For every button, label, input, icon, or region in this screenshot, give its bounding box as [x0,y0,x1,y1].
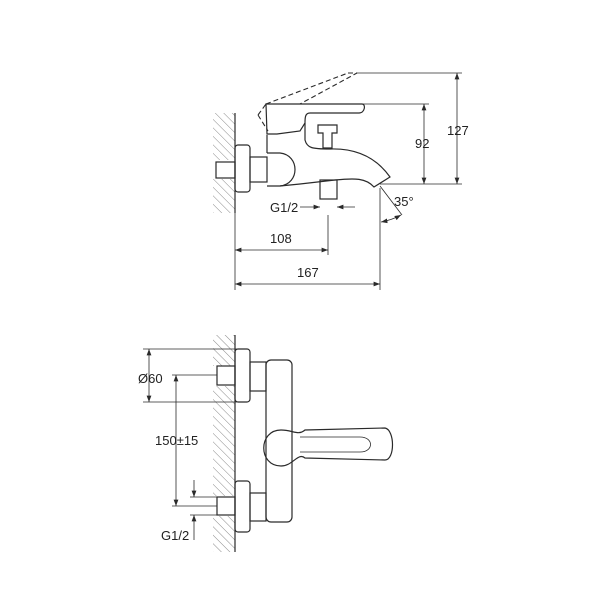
connector-upper [249,361,267,392]
pipe-stub [215,161,236,179]
dim-spacing-label: 150±15 [155,433,198,448]
diverter-knob [317,124,338,149]
dim-167-label: 167 [297,265,319,280]
dimension-diameter: Ø60 [138,348,245,403]
pipe-stub-upper [216,365,236,386]
mixer-body [265,359,293,523]
dimension-167: 167 [235,188,381,290]
escutcheon-lower [234,480,251,533]
dimension-92: 92 [362,103,462,185]
side-view: 127 92 35° G1/2 108 167 [213,72,469,290]
body-dome [267,152,296,187]
dimension-thread-front: G1/2 [161,480,217,543]
connector-lower [249,492,267,522]
lever-handle [265,103,365,135]
lever-slot [300,436,371,453]
dim-127-label: 127 [447,123,469,138]
escutcheon-upper [234,348,251,403]
wall-hatch [213,113,236,213]
pipe-stub-lower [216,496,236,516]
dim-thread-label: G1/2 [270,200,298,215]
wall-hatch [213,335,236,552]
lever-handle-raised [257,72,358,132]
front-view: Ø60 150±15 G1/2 [138,335,394,552]
bath-outlet [319,179,338,200]
connector [249,156,268,183]
dim-angle-label: 35° [394,194,414,209]
dim-92-label: 92 [415,136,429,151]
dimension-thread-side: G1/2 [270,200,355,215]
escutcheon [234,144,251,193]
dimension-127: 127 [357,72,469,184]
dim-108-label: 108 [270,231,292,246]
dim-diameter-label: Ø60 [138,371,163,386]
spout [266,123,391,188]
dimension-spacing: 150±15 [155,374,217,507]
dimension-angle: 35° [379,185,414,224]
lever-handle-front [263,427,394,467]
dimension-108: 108 [234,213,329,290]
dim-thread-front-label: G1/2 [161,528,189,543]
